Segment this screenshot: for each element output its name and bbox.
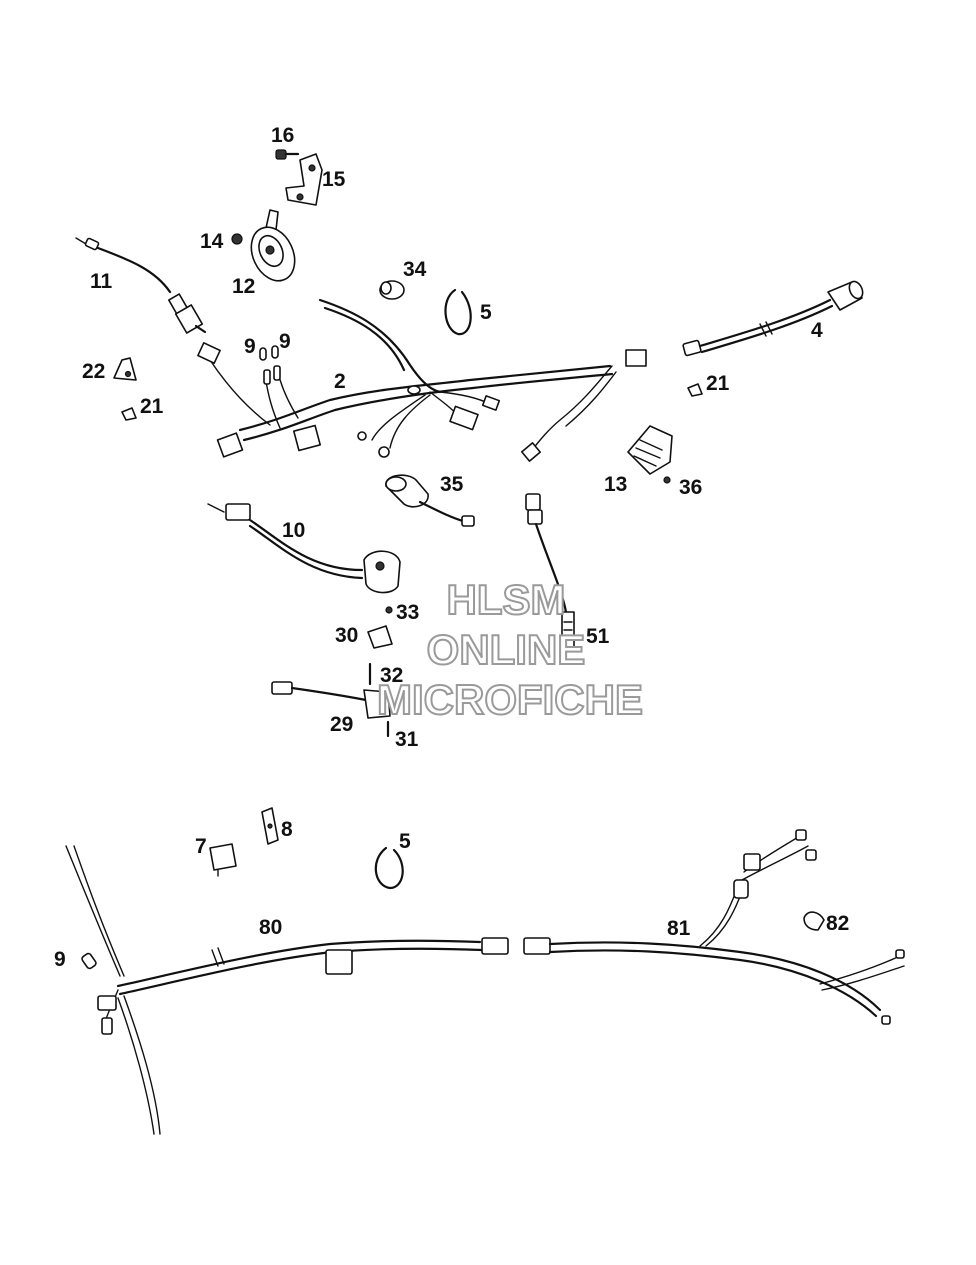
watermark-line-3: MICROFICHE [377,676,643,723]
part-36-screw [663,476,671,484]
label-51: 51 [586,625,610,648]
label-82: 82 [826,912,849,935]
watermark-line-1: HLSM [447,576,566,623]
part-4-cable [682,280,864,357]
label-4: 4 [811,319,823,342]
part-5-cable-tie-lower [374,846,404,890]
part-16-bolt [275,149,300,160]
label-21: 21 [140,395,164,418]
label-36: 36 [679,476,702,499]
part-12-horn [250,209,296,282]
part-9-bulb-lower [81,952,97,970]
label-5: 5 [480,301,492,324]
label-13: 13 [604,473,627,496]
label-2: 2 [334,370,346,393]
label-9: 9 [244,335,256,358]
part-21-clip-right [687,383,703,397]
label-15: 15 [322,168,346,191]
label-80: 80 [259,916,282,939]
part-80-harness [65,845,509,1135]
label-32: 32 [380,664,403,687]
part-5-cable-tie [444,288,472,336]
part-81-harness [523,829,905,1025]
part-10-switch [207,503,401,594]
label-16: 16 [271,124,294,147]
part-8-bracket [261,807,279,845]
label-34: 34 [403,258,427,281]
part-13-regulator [627,425,673,475]
part-22-bracket [113,357,137,381]
label-12: 12 [232,275,255,298]
part-29-switch [271,681,391,719]
label-14: 14 [200,230,224,253]
label-8: 8 [281,818,293,841]
label-5: 5 [399,830,411,853]
label-11: 11 [90,270,113,293]
label-81: 81 [667,917,691,940]
label-7: 7 [195,835,207,858]
label-33: 33 [396,601,419,624]
label-31: 31 [395,728,419,751]
part-30-housing [367,625,393,649]
watermark: HLSM ONLINE MICROFICHE [376,575,644,724]
label-22: 22 [82,360,105,383]
part-9-bulb [259,345,279,361]
label-21: 21 [706,372,730,395]
part-7-relay [209,843,237,877]
part-35-component [385,474,475,527]
part-2-main-harness [197,298,647,462]
watermark-line-2: ONLINE [427,626,586,673]
part-33-nut [385,606,393,614]
label-9: 9 [279,330,291,353]
part-21-clip [121,407,137,421]
label-30: 30 [335,624,358,647]
label-29: 29 [330,713,353,736]
part-51-sensor [525,493,575,651]
part-11-speedo-cable [75,237,207,334]
part-15-bracket [285,153,323,206]
part-34-grommet [379,280,405,300]
part-82-clip [803,911,825,931]
label-35: 35 [440,473,464,496]
label-10: 10 [282,519,305,542]
label-9: 9 [54,948,66,971]
part-14-screw [231,233,243,245]
